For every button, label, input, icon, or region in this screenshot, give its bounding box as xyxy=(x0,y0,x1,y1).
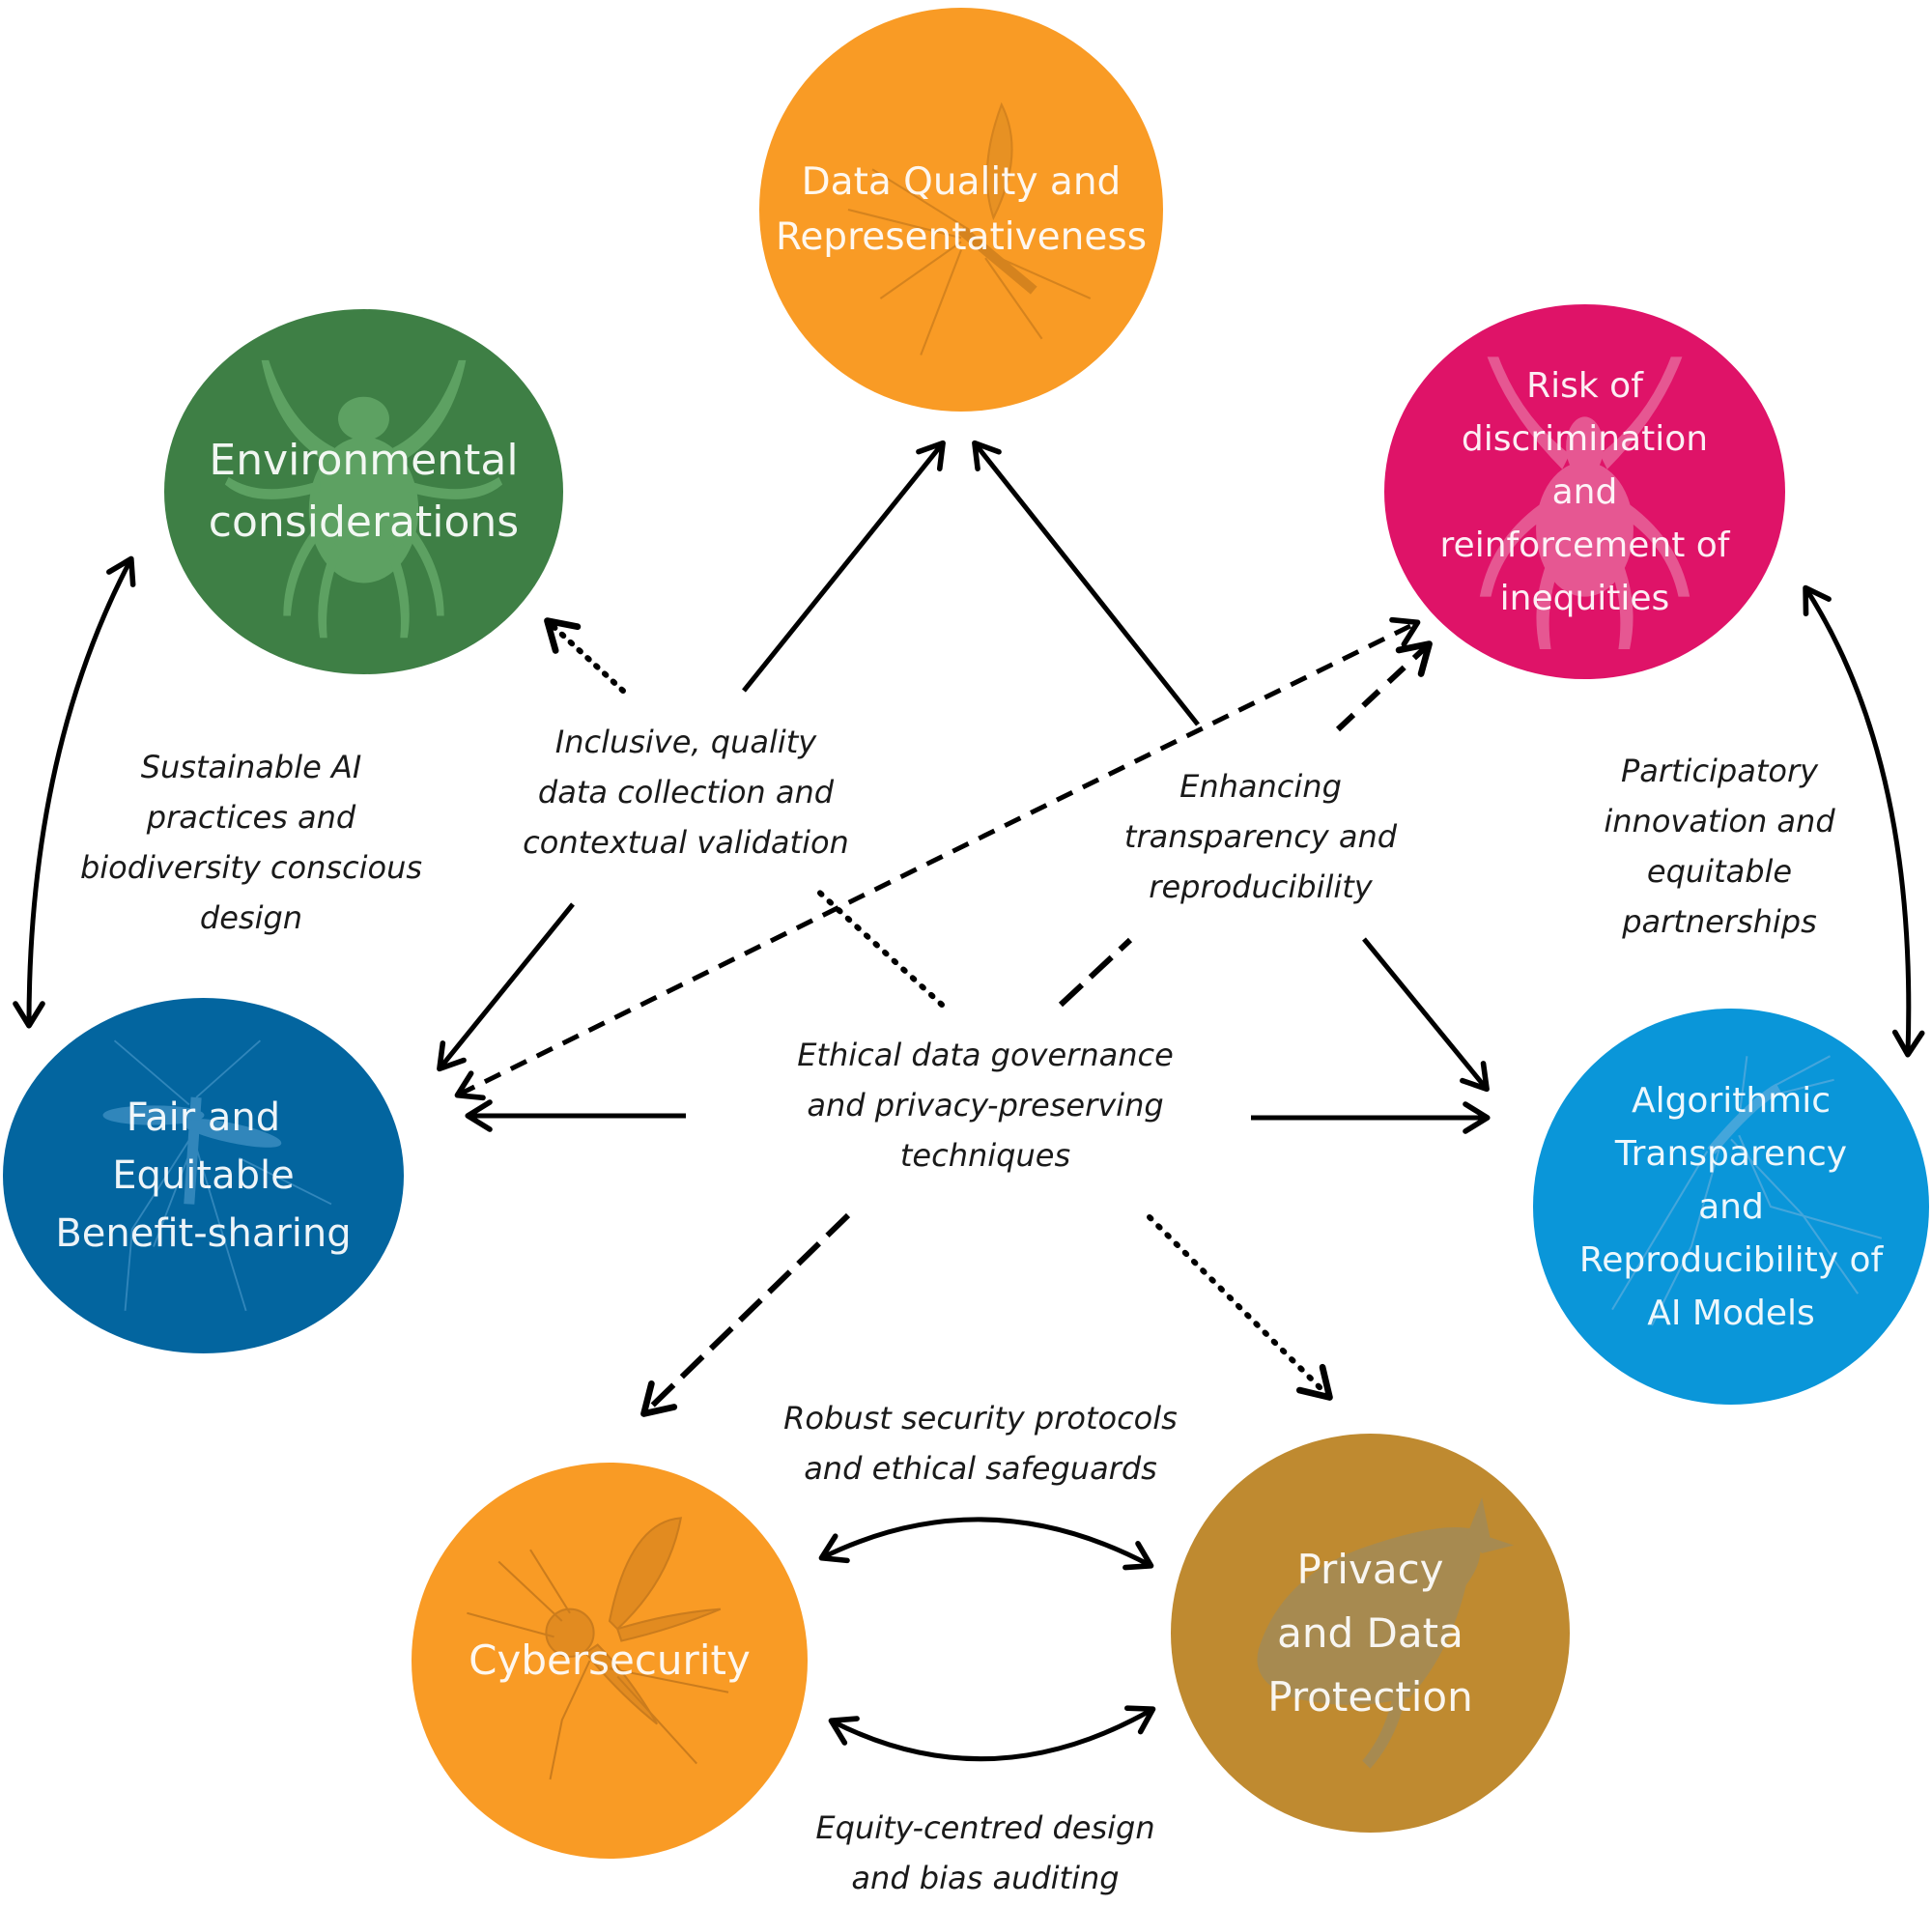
node-algorithmic: Algorithmic Transparency and Reproducibi… xyxy=(1533,1009,1929,1405)
edge-cyber-privacy-bottom xyxy=(828,1705,1156,1762)
node-label: Risk of discrimination and reinforcement… xyxy=(1439,365,1730,618)
annotation-transparency: Enhancing transparency and reproducibili… xyxy=(1123,768,1398,905)
annotation-ethical: Ethical data governance and privacy-pres… xyxy=(797,1037,1174,1174)
node-label: Environmental considerations xyxy=(208,436,520,547)
annotation-equity: Equity-centred design and bias auditing xyxy=(815,1809,1155,1896)
annotation-inclusive: Inclusive, quality data collection and c… xyxy=(523,724,849,861)
edge-benefit-discrimination xyxy=(454,616,1421,1101)
fly-icon xyxy=(467,1517,729,1780)
node-environmental: Environmental considerations xyxy=(164,309,563,674)
node-benefit-sharing: Fair and Equitable Benefit-sharing xyxy=(3,998,404,1353)
mosquito-icon xyxy=(102,1039,332,1312)
node-cybersecurity: Cybersecurity xyxy=(412,1463,808,1859)
node-label: Data Quality and Representativeness xyxy=(775,160,1148,259)
node-privacy: Privacy and Data Protection xyxy=(1171,1434,1570,1833)
mosquito-icon xyxy=(847,101,1092,356)
edge-env-benefit xyxy=(13,555,136,1029)
edge-ethical-transparency xyxy=(1058,937,1133,1008)
node-label: Algorithmic Transparency and Reproducibi… xyxy=(1578,1080,1884,1333)
node-label: Fair and Equitable Benefit-sharing xyxy=(55,1095,352,1256)
flea-icon xyxy=(1257,1497,1515,1769)
edge-ethical-privacy xyxy=(1147,1214,1333,1401)
tick-icon xyxy=(1479,356,1690,649)
edge-ethical-cybersecurity xyxy=(640,1212,851,1417)
mosquito-icon xyxy=(1611,1055,1883,1326)
edge-transparency-algorithmic xyxy=(1362,937,1490,1093)
edge-disc-algo xyxy=(1803,584,1925,1058)
annotation-sustainable: Sustainable AI practices and biodiversit… xyxy=(79,749,423,936)
tick-icon xyxy=(224,359,503,639)
node-label: Cybersecurity xyxy=(469,1636,751,1684)
edge-ethical-inclusive xyxy=(810,884,945,1008)
annotation-robust: Robust security protocols and ethical sa… xyxy=(783,1400,1178,1487)
edge-cyber-privacy-top xyxy=(818,1517,1154,1571)
annotation-participatory: Participatory innovation and equitable p… xyxy=(1604,753,1835,940)
node-label: Privacy and Data Protection xyxy=(1267,1545,1473,1721)
node-data-quality: Data Quality and Representativeness xyxy=(759,8,1163,412)
edge-inclusive-benefit xyxy=(437,902,575,1072)
edge-inclusive-dataquality xyxy=(742,440,946,693)
node-discrimination: Risk of discrimination and reinforcement… xyxy=(1384,304,1785,679)
edge-transparency-dataquality xyxy=(972,440,1200,726)
